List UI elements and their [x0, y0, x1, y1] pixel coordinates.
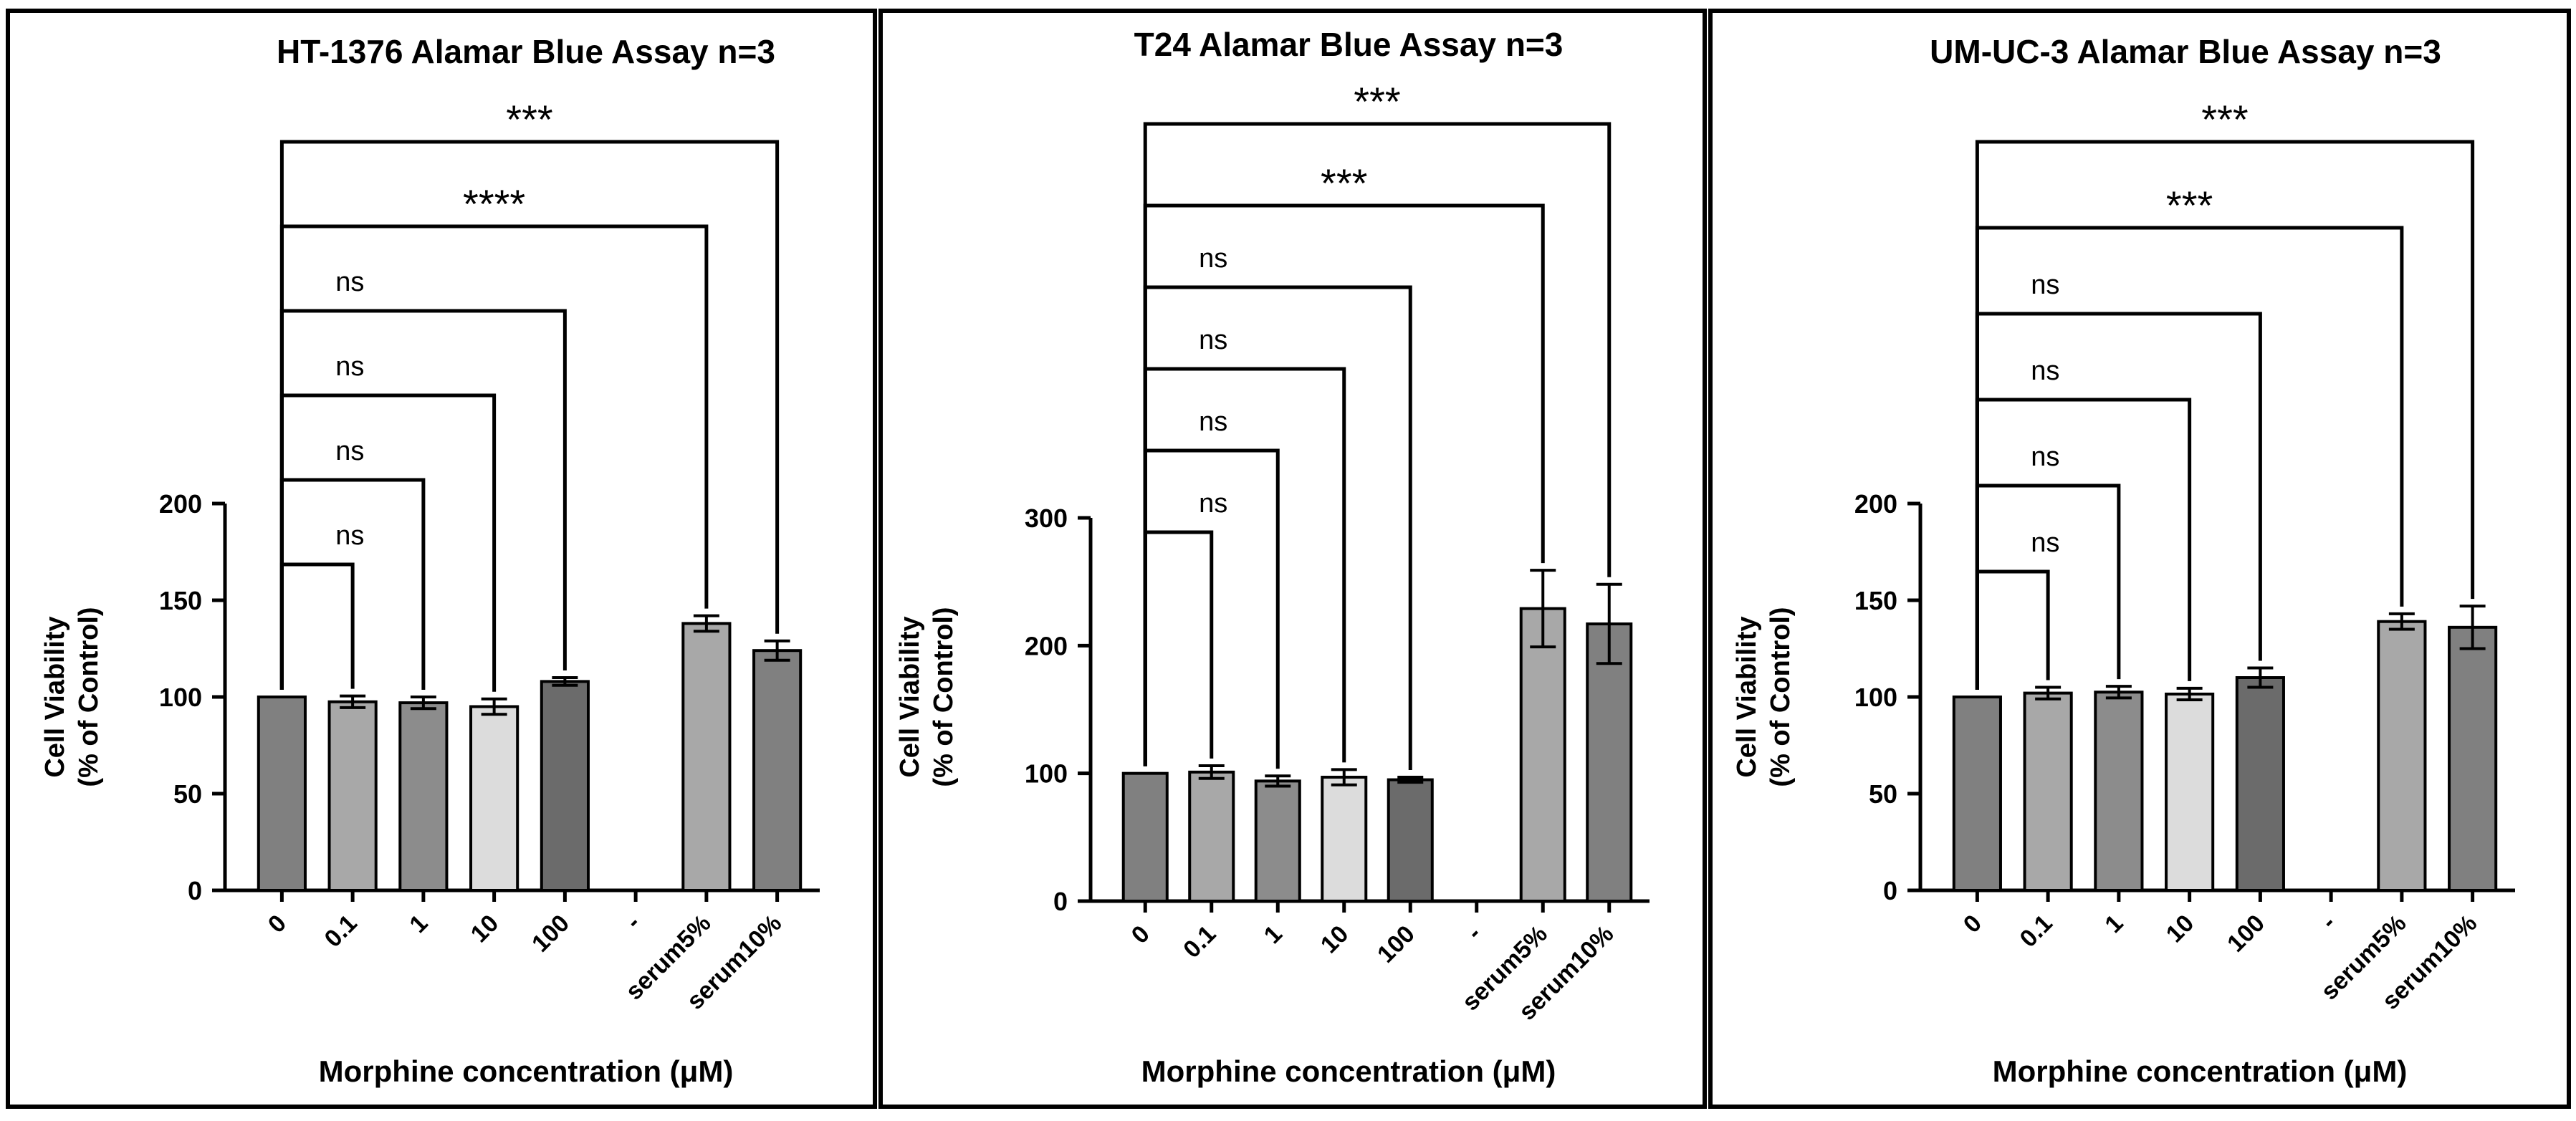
- y-tick-label: 150: [159, 586, 202, 615]
- x-tick-label: 1: [404, 910, 433, 938]
- significance-bracket: [1143, 530, 1214, 766]
- significance-label: ***: [2201, 97, 2248, 142]
- chart-title: HT-1376 Alamar Blue Assay n=3: [277, 33, 775, 70]
- y-tick-label: 0: [1883, 876, 1897, 905]
- significance-label: ns: [1199, 489, 1227, 519]
- significance-label: ****: [463, 181, 525, 226]
- y-tick-label: 50: [173, 779, 202, 809]
- x-tick-label: 100: [2222, 910, 2270, 958]
- significance-label: ns: [1199, 407, 1227, 437]
- y-tick-label: 0: [1053, 887, 1068, 916]
- y-tick-label: 300: [1025, 504, 1068, 533]
- x-tick-label: 10: [466, 910, 504, 948]
- bar-100: [540, 680, 590, 893]
- x-tick-label: 1: [2099, 910, 2128, 938]
- bar-serum5%: [2377, 620, 2427, 892]
- x-axis-label: Morphine concentration (μM): [1993, 1054, 2408, 1088]
- significance-bracket: [1975, 569, 2050, 690]
- chart-svg-umuc3: UM-UC-3 Alamar Blue Assay n=305010015020…: [1732, 33, 2515, 1088]
- significance-label: ***: [506, 97, 552, 142]
- x-tick-label: 0.1: [319, 910, 362, 953]
- significance-label: ns: [2031, 528, 2059, 558]
- x-tick-label: 0.1: [2014, 910, 2057, 953]
- x-tick-label: -: [621, 910, 646, 935]
- x-tick-label: 0.1: [1178, 920, 1221, 963]
- significance-label: ns: [2031, 270, 2059, 300]
- chart-svg-t24: T24 Alamar Blue Assay n=30100200300Cell …: [895, 26, 1649, 1088]
- y-tick-label: 100: [1854, 683, 1897, 712]
- y-axis-label: Cell Viability: [895, 616, 925, 777]
- significance-bracket: [279, 562, 355, 690]
- x-tick-label: 100: [1372, 920, 1420, 968]
- significance-bracket: [1975, 398, 2192, 690]
- y-tick-label: 200: [1025, 631, 1068, 660]
- significance-label: ***: [1321, 160, 1367, 206]
- bar-0: [1952, 696, 2002, 892]
- x-tick-label: 10: [1316, 920, 1354, 959]
- bar-serum5%: [1519, 607, 1566, 903]
- bar-0.1: [2023, 691, 2073, 892]
- significance-label: ns: [2031, 356, 2059, 386]
- y-tick-label: 50: [1869, 779, 1897, 809]
- significance-label: ns: [335, 267, 364, 297]
- chart-title: UM-UC-3 Alamar Blue Assay n=3: [1930, 33, 2441, 70]
- significance-bracket: [279, 140, 780, 690]
- y-axis-label: Cell Viability: [40, 616, 70, 777]
- y-axis-label: (% of Control): [929, 607, 959, 786]
- significance-bracket: [1975, 140, 2475, 690]
- bar-serum5%: [681, 622, 732, 893]
- x-tick-label: -: [1462, 920, 1487, 946]
- significance-label: ns: [335, 521, 364, 551]
- y-axis-label: Cell Viability: [1732, 616, 1762, 777]
- significance-label: ns: [1199, 244, 1227, 274]
- significance-label: ns: [335, 352, 364, 382]
- x-tick-label: 0: [1126, 920, 1155, 949]
- y-tick-label: 0: [188, 876, 202, 905]
- x-axis-label: Morphine concentration (μM): [319, 1054, 734, 1088]
- bar-1: [1254, 779, 1301, 903]
- bar-0.1: [1188, 770, 1235, 903]
- bar-100: [1387, 778, 1434, 903]
- bar-serum10%: [1586, 622, 1633, 903]
- significance-bracket: [1143, 122, 1612, 766]
- y-tick-label: 200: [159, 489, 202, 519]
- bar-0: [257, 696, 307, 892]
- x-tick-label: 10: [2161, 910, 2200, 948]
- significance-label: ***: [1354, 79, 1400, 124]
- significance-bracket: [279, 393, 497, 692]
- y-tick-label: 200: [1854, 489, 1897, 519]
- bar-10: [469, 705, 519, 892]
- bar-serum10%: [2448, 625, 2498, 892]
- bar-1: [398, 701, 449, 892]
- x-tick-label: 100: [527, 910, 575, 958]
- bar-serum10%: [752, 649, 803, 892]
- bar-100: [2235, 676, 2285, 892]
- chart-svg-ht1376: HT-1376 Alamar Blue Assay n=305010015020…: [40, 33, 820, 1088]
- bar-10: [2165, 692, 2215, 892]
- significance-label: ***: [2166, 183, 2213, 228]
- x-tick-label: 0: [1958, 910, 1987, 938]
- significance-label: ns: [335, 436, 364, 466]
- chart-title: T24 Alamar Blue Assay n=3: [1134, 26, 1564, 63]
- y-tick-label: 100: [1025, 759, 1068, 789]
- x-tick-label: 0: [263, 910, 292, 938]
- bar-0.1: [327, 700, 378, 892]
- bar-1: [2094, 691, 2144, 892]
- x-tick-label: 1: [1259, 920, 1288, 949]
- significance-bracket: [1143, 367, 1346, 766]
- y-axis-label: (% of Control): [1766, 607, 1796, 786]
- y-tick-label: 100: [159, 683, 202, 712]
- x-tick-label: -: [2316, 910, 2341, 935]
- significance-label: ns: [2031, 442, 2059, 472]
- significance-label: ns: [1199, 325, 1227, 355]
- x-axis-label: Morphine concentration (μM): [1141, 1054, 1556, 1088]
- y-tick-label: 150: [1854, 586, 1897, 615]
- y-axis-label: (% of Control): [74, 607, 104, 786]
- bar-0: [1121, 771, 1169, 903]
- bar-10: [1321, 776, 1368, 903]
